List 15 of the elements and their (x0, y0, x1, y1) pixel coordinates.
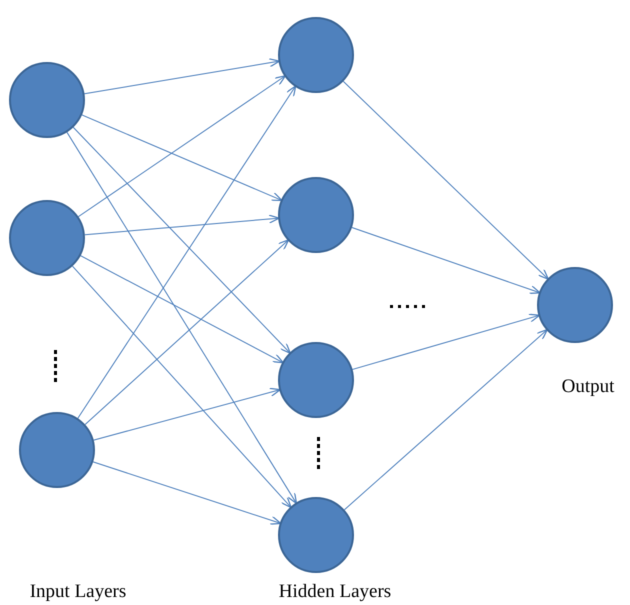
arrow (78, 75, 286, 218)
arrow (344, 328, 548, 510)
arrow (84, 58, 280, 94)
arrow (72, 126, 291, 354)
arrow (342, 80, 549, 280)
arrow (80, 255, 284, 364)
layer-label: Input Layers (28, 580, 128, 604)
layer-label: Hidden Layers (278, 580, 392, 604)
arrow (72, 266, 292, 508)
arrow (84, 239, 290, 425)
arrow (81, 114, 283, 202)
arrow (66, 132, 298, 504)
arrow (77, 85, 296, 419)
arrow (84, 214, 280, 236)
layer-label: Output (560, 375, 616, 399)
